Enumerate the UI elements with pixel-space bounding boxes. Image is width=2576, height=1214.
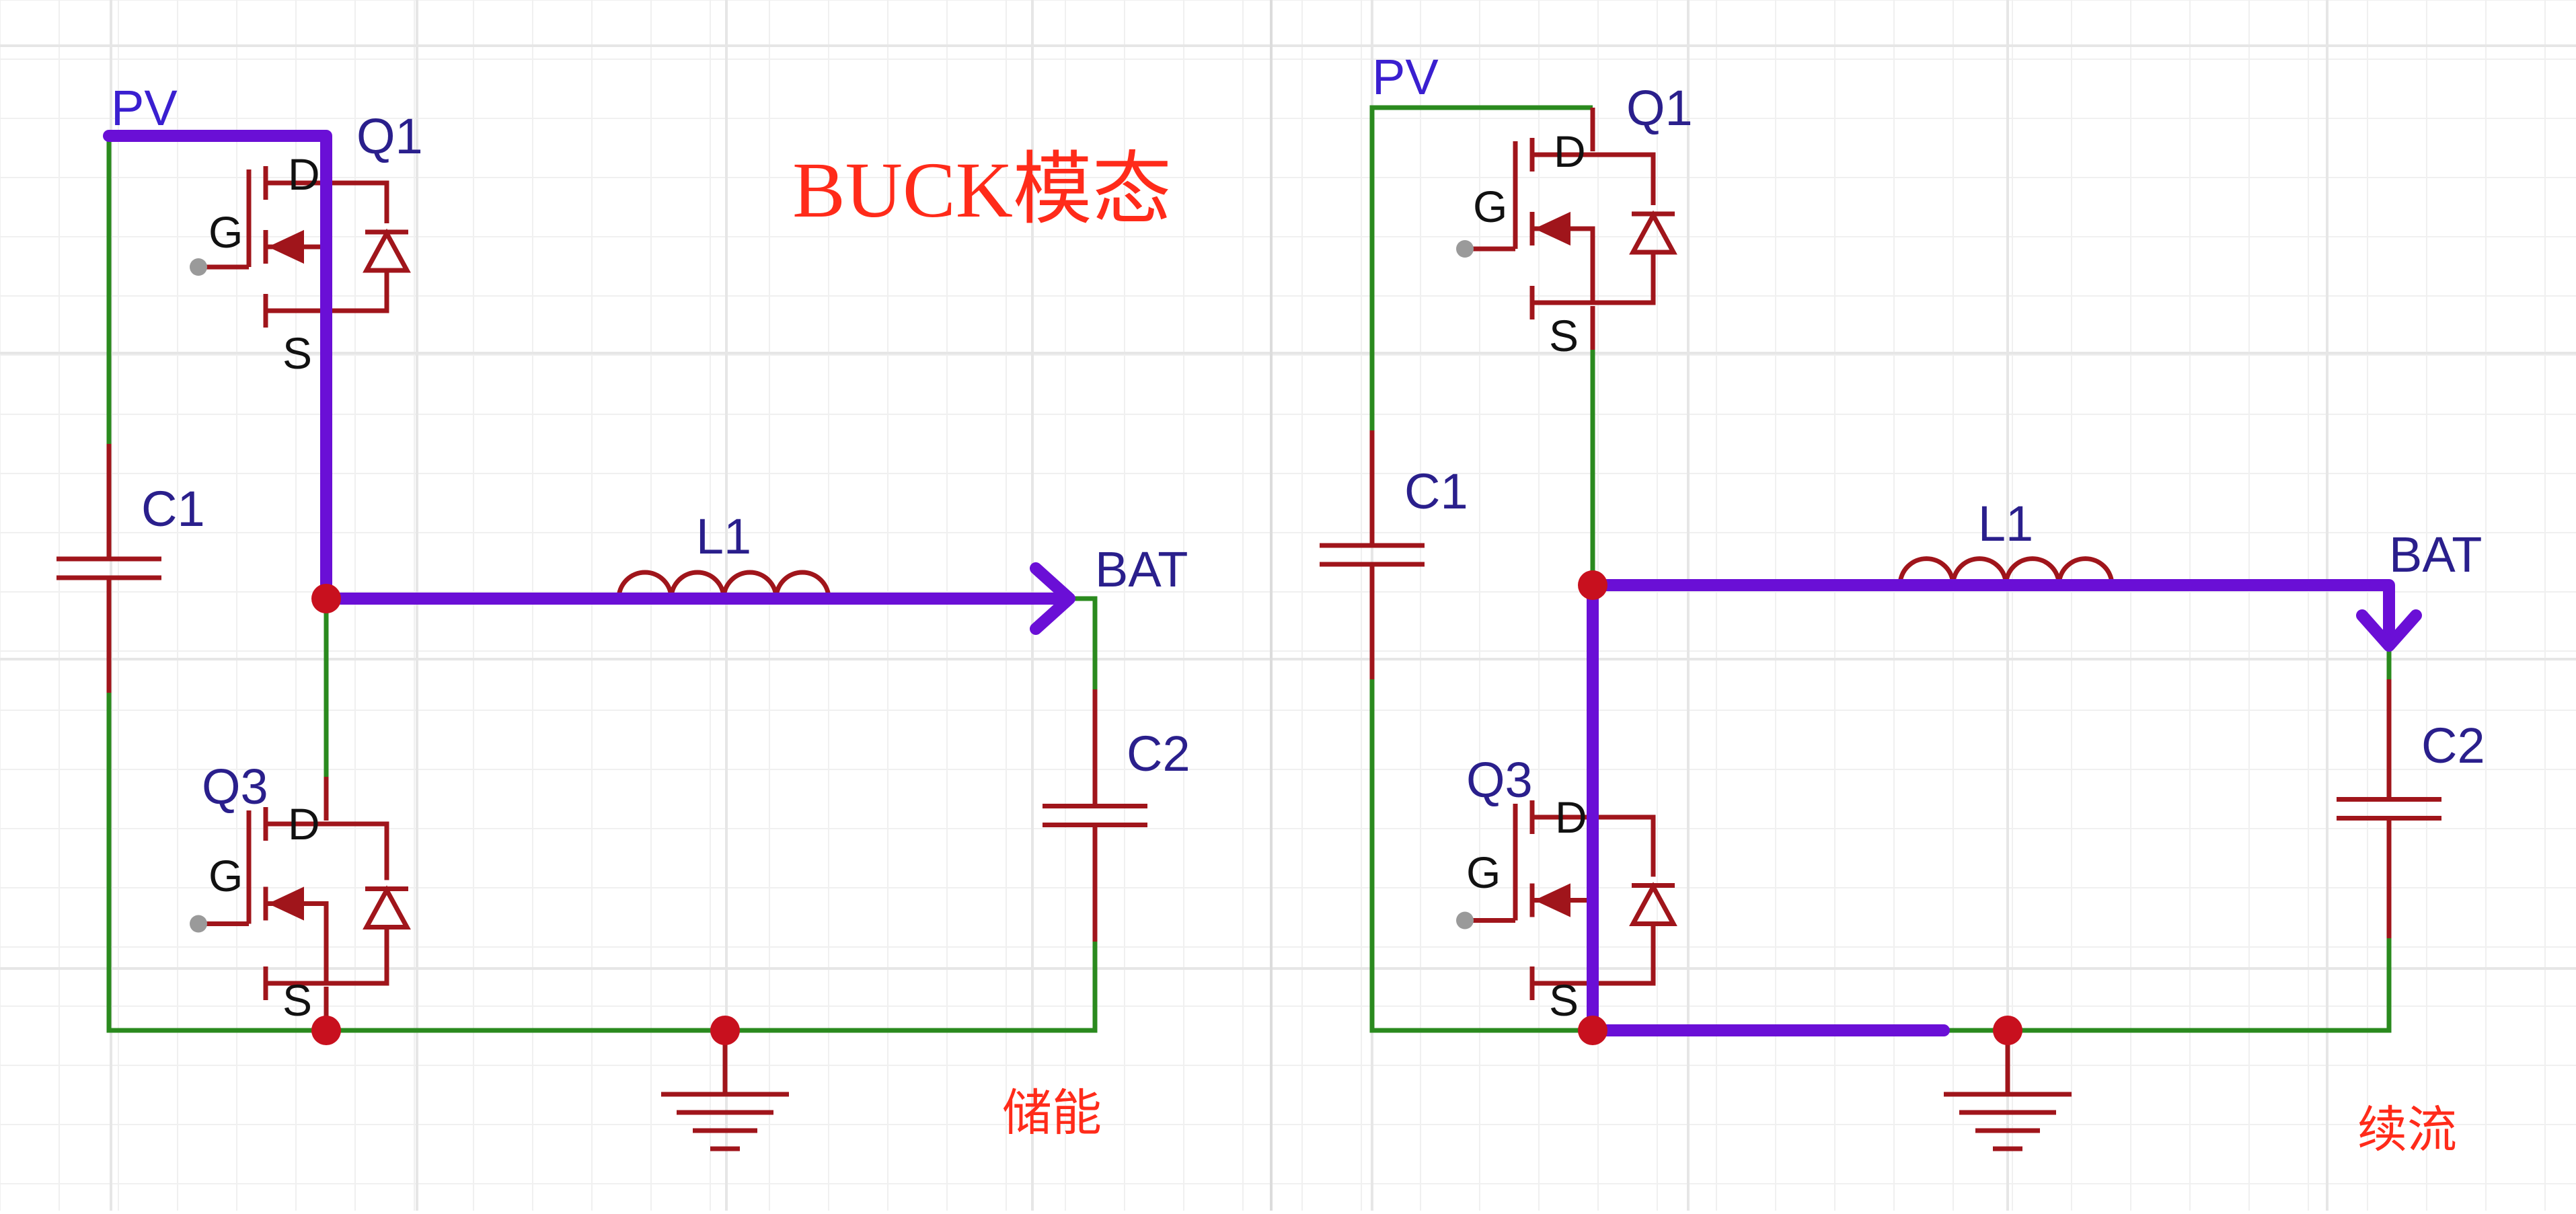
current-arrow bbox=[2356, 609, 2422, 652]
junction-dot bbox=[1993, 1016, 2022, 1045]
q1-drain-pin-label: D bbox=[1554, 126, 1586, 176]
q3-drain-pin-label: D bbox=[1555, 792, 1587, 842]
q3-diode-leads bbox=[1593, 814, 1656, 986]
l1-label: L1 bbox=[696, 508, 751, 564]
q3-gate-terminal bbox=[1456, 911, 1474, 930]
wire bbox=[106, 693, 1098, 1033]
q3-drain-pin-label: D bbox=[288, 799, 320, 849]
junction-dot bbox=[311, 1016, 341, 1045]
current-path bbox=[1587, 579, 2395, 1036]
panels: PVQ1Q3C1C2L1BATDGSDGS储能PVQ1Q3C1C2L1BATDG… bbox=[56, 49, 2485, 1158]
ground-symbol bbox=[661, 1030, 789, 1151]
q3-label: Q3 bbox=[1466, 752, 1533, 808]
q1-gate bbox=[202, 169, 252, 270]
q3-arrow bbox=[1534, 883, 1570, 917]
q1-diode bbox=[363, 228, 411, 273]
q1-drain-pin-label: D bbox=[288, 149, 320, 199]
page-title: BUCK模态 bbox=[792, 146, 1172, 234]
c1-label: C1 bbox=[141, 481, 205, 537]
c1-label: C1 bbox=[1404, 463, 1468, 519]
q1-source-pin-label: S bbox=[282, 328, 312, 378]
wire bbox=[1369, 105, 1593, 430]
q1-diode-leads bbox=[1593, 152, 1656, 305]
q1-gate-pin-label: G bbox=[209, 207, 243, 257]
capacitor-c2 bbox=[1043, 689, 1147, 942]
q1-label: Q1 bbox=[1626, 80, 1693, 136]
capacitor-c2 bbox=[2337, 679, 2441, 938]
pv-label: PV bbox=[111, 80, 178, 136]
q1-gate-pin-label: G bbox=[1473, 182, 1507, 231]
q3-diode bbox=[363, 885, 411, 930]
capacitor-c1 bbox=[56, 444, 161, 693]
q3-diode-leads bbox=[326, 821, 389, 986]
q3-source-pin-label: S bbox=[1549, 975, 1579, 1025]
ground-symbol bbox=[1944, 1030, 2072, 1151]
q1-arrow bbox=[268, 229, 304, 264]
mode-label: 储能 bbox=[1002, 1085, 1102, 1141]
q1-diode bbox=[1629, 210, 1677, 255]
capacitor-c1 bbox=[1320, 430, 1425, 679]
q1-gate-terminal bbox=[1456, 240, 1474, 258]
q1-gate bbox=[1468, 141, 1518, 252]
bat-label: BAT bbox=[1095, 541, 1188, 597]
q3-gate-pin-label: G bbox=[1466, 847, 1501, 897]
junction-dot bbox=[311, 584, 341, 613]
q3-gate-pin-label: G bbox=[209, 851, 243, 901]
q1-gate-terminal bbox=[190, 258, 207, 276]
q1-arrow bbox=[1534, 211, 1570, 246]
q3-gate bbox=[202, 810, 252, 926]
l1-label: L1 bbox=[1978, 496, 2033, 552]
q3-label: Q3 bbox=[202, 759, 268, 814]
q3-gate bbox=[1468, 804, 1518, 923]
q3-source-pin-label: S bbox=[282, 975, 312, 1025]
q1-source-pin-label: S bbox=[1549, 311, 1579, 361]
q1-diode-leads bbox=[326, 180, 389, 313]
current-arrow bbox=[1030, 562, 1075, 635]
c2-label: C2 bbox=[2421, 718, 2485, 773]
junction-dot bbox=[1578, 1016, 1607, 1045]
bat-label: BAT bbox=[2389, 527, 2482, 582]
current-path bbox=[103, 130, 1072, 605]
q3-diode bbox=[1629, 882, 1677, 926]
mode-label: 续流 bbox=[2357, 1102, 2457, 1158]
pv-label: PV bbox=[1372, 49, 1439, 105]
q3-gate-terminal bbox=[190, 915, 207, 933]
q3-arrow bbox=[268, 886, 304, 921]
q1-label: Q1 bbox=[356, 108, 423, 164]
c2-label: C2 bbox=[1127, 726, 1190, 782]
junction-dot bbox=[1578, 570, 1607, 600]
junction-dot bbox=[710, 1016, 740, 1045]
